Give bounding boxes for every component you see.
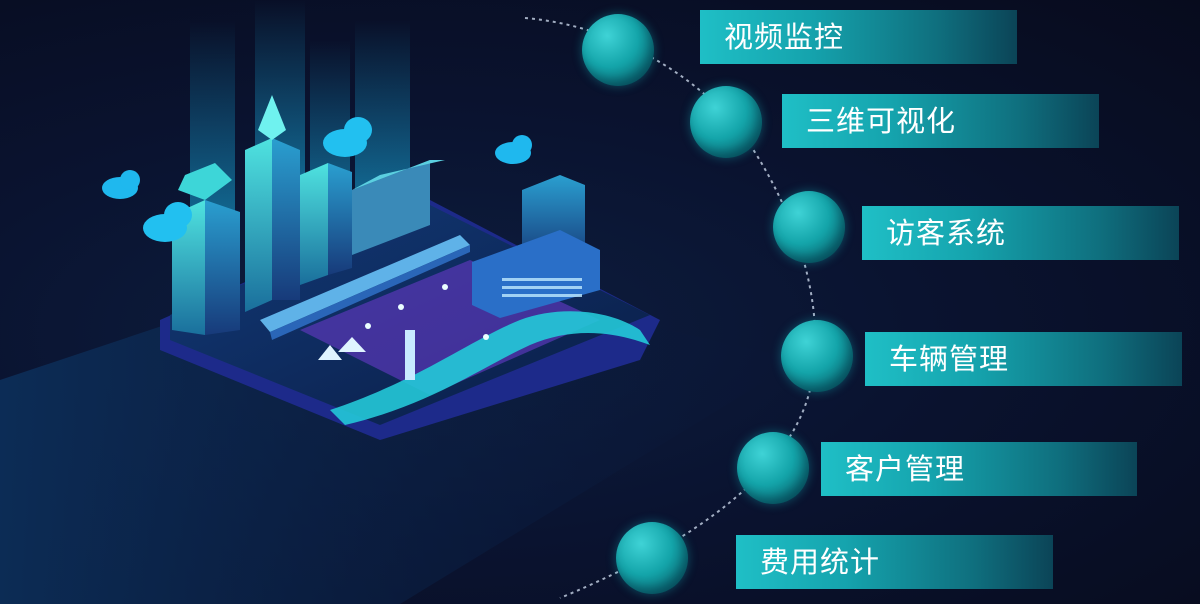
spire-tower-right-face <box>272 138 300 300</box>
cloud-icon <box>495 135 532 164</box>
menu-label-visitor-system[interactable]: 访客系统 <box>862 206 1179 260</box>
left-tower-side <box>205 200 240 335</box>
right-building-stripes <box>502 278 582 297</box>
menu-circle[interactable] <box>690 86 762 158</box>
menu-label-customer-management[interactable]: 客户管理 <box>821 442 1137 496</box>
umbrella <box>338 337 366 352</box>
spire-top <box>258 95 286 140</box>
menu-label-video[interactable]: 视频监控 <box>700 10 1017 64</box>
chimney <box>405 330 415 380</box>
cloud-icon <box>102 170 140 199</box>
street-lights <box>365 284 489 340</box>
road <box>330 311 650 425</box>
menu-label-3d-visualization[interactable]: 三维可视化 <box>782 94 1099 148</box>
spire-tower-left-face <box>245 138 272 312</box>
left-tower-roof <box>178 163 232 200</box>
mid-building-side <box>328 163 352 275</box>
elevated-rail <box>260 235 470 332</box>
mid-building-front <box>300 163 328 285</box>
cloud-icon <box>323 117 372 157</box>
menu-circle[interactable] <box>773 191 845 263</box>
elevated-rail-side <box>270 245 470 340</box>
low-building-front <box>352 160 430 255</box>
menu-label-cost-statistics[interactable]: 费用统计 <box>736 535 1053 589</box>
menu-circle[interactable] <box>616 522 688 594</box>
menu-circle[interactable] <box>737 432 809 504</box>
menu-label-vehicle-management[interactable]: 车辆管理 <box>865 332 1182 386</box>
menu-circle[interactable] <box>582 14 654 86</box>
menu-circle[interactable] <box>781 320 853 392</box>
cloud-icon <box>143 202 192 242</box>
umbrella <box>318 345 342 360</box>
